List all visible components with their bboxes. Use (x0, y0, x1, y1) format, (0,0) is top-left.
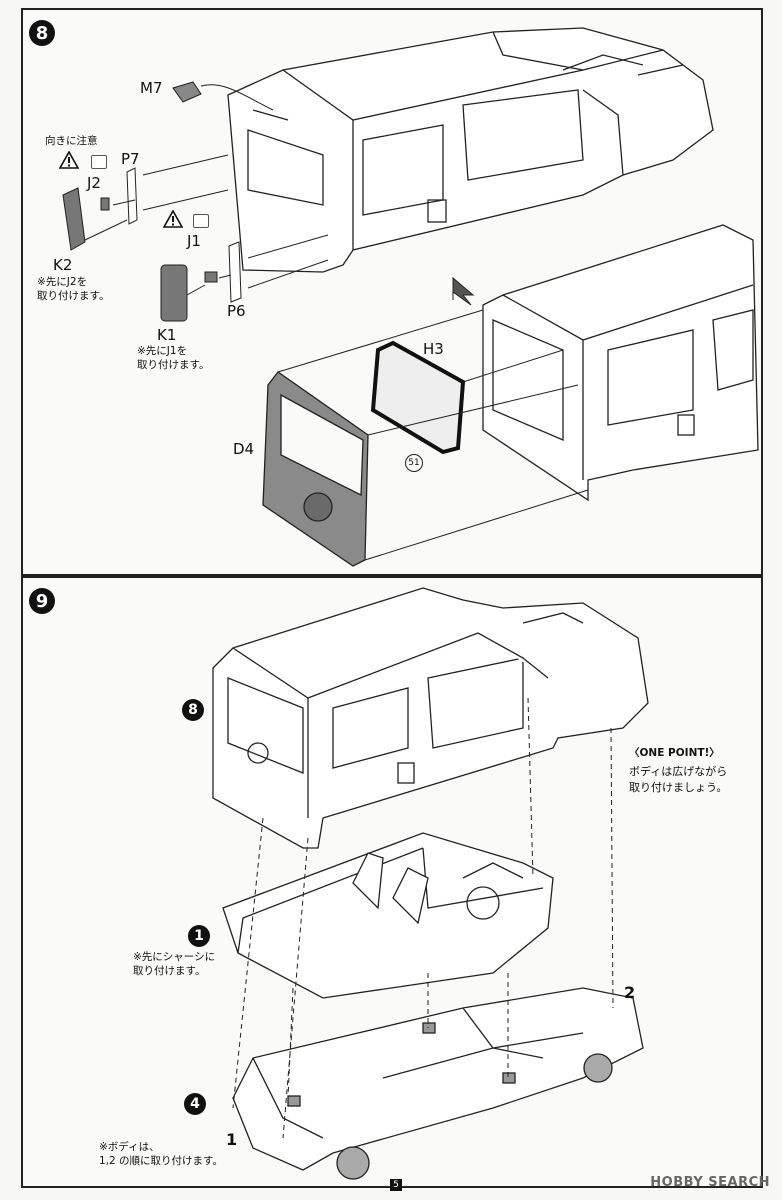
part-label-k2: K2 (53, 256, 73, 274)
attachment-point-2: 2 (624, 983, 636, 1002)
k1-note: ※先にJ1を 取り付けます。 (137, 345, 210, 371)
step-9-badge: 9 (29, 588, 55, 614)
page-number: 5 (390, 1179, 402, 1191)
part-label-p6: P6 (227, 302, 246, 320)
step-9-panel: 9 (21, 576, 763, 1188)
part-label-j1: J1 (187, 232, 201, 250)
attention-square-icon (193, 214, 209, 228)
part-label-j2: J2 (87, 174, 101, 192)
ref-step-1-badge: 1 (188, 925, 210, 947)
clear-part-number: 51 (405, 454, 423, 472)
one-point-title: 〈ONE POINT!〉 (629, 747, 720, 759)
one-point-text: ボディは広げながら 取り付けましょう。 (629, 765, 728, 794)
interior-tub (222, 832, 554, 999)
chassis (232, 987, 644, 1180)
chassis-note: ※先にシャーシに 取り付けます。 (133, 951, 216, 977)
assembled-body (212, 587, 649, 849)
vehicle-body-bottom (482, 224, 759, 502)
m7-part-shape (172, 81, 202, 103)
h3-glass-shape (370, 340, 466, 455)
part-label-k1: K1 (157, 326, 177, 344)
p7-part-shape (126, 167, 138, 225)
ref-step-8-badge: 8 (182, 699, 204, 721)
step-8-panel: 8 (21, 8, 763, 576)
step-8-badge: 8 (29, 20, 55, 46)
vehicle-body-top (227, 27, 714, 273)
step-8-illustration (62, 27, 759, 567)
step-9-illustration (212, 587, 649, 1180)
k2-lamp-shape (62, 187, 86, 251)
attachment-point-1: 1 (226, 1130, 238, 1149)
warning-triangle-icon (59, 151, 79, 169)
part-label-h3: H3 (423, 340, 444, 358)
ref-step-4-badge: 4 (184, 1093, 206, 1115)
part-label-m7: M7 (140, 79, 163, 97)
attention-square-icon (91, 155, 107, 169)
k1-lamp-shape (160, 264, 188, 322)
k2-note: ※先にJ2を 取り付けます。 (37, 276, 110, 302)
d4-door-shape (262, 371, 369, 567)
body-order-note: ※ボディは、 1,2 の順に取り付けます。 (99, 1141, 223, 1167)
watermark: HOBBY SEARCH (650, 1175, 770, 1190)
orientation-note: 向きに注意 (45, 135, 98, 147)
part-label-p7: P7 (121, 150, 140, 168)
p6-part-shape (228, 241, 242, 303)
warning-triangle-icon (163, 210, 183, 228)
part-label-d4: D4 (233, 440, 255, 458)
